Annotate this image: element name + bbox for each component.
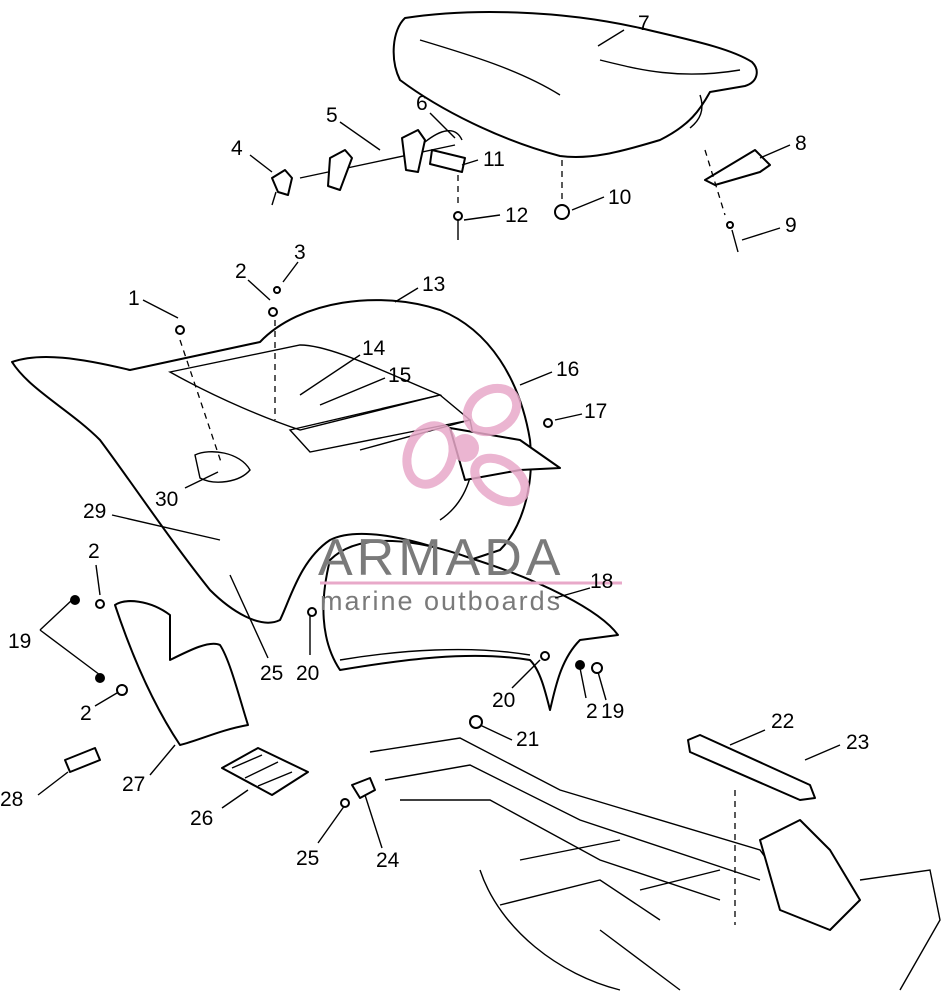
callout-6: 6 <box>416 92 428 115</box>
propeller-logo <box>402 383 530 507</box>
callout-5: 5 <box>326 104 338 127</box>
callout-18: 18 <box>590 570 613 593</box>
callout-15: 15 <box>388 364 411 387</box>
callout-10: 10 <box>608 186 631 209</box>
callout-24: 24 <box>376 849 400 872</box>
callout-14: 14 <box>362 337 386 360</box>
bracket-part <box>351 777 376 799</box>
callout-1: 1 <box>128 287 140 310</box>
callout-9: 9 <box>785 214 797 237</box>
mud-flap-part <box>114 600 249 746</box>
callout-2-flap: 2 <box>80 702 92 725</box>
callout-2-left: 2 <box>88 540 100 563</box>
callout-19-left: 19 <box>8 630 31 653</box>
watermark: ARMADA marine outboards <box>318 383 622 616</box>
watermark-brand: ARMADA <box>318 529 564 587</box>
callout-25-upper: 25 <box>260 662 283 685</box>
seat-part <box>392 11 758 159</box>
callout-2-right: 2 <box>586 700 598 723</box>
callout-11: 11 <box>483 148 505 171</box>
rail-part <box>687 734 816 801</box>
callout-20-right: 20 <box>492 689 515 712</box>
callout-30: 30 <box>155 488 178 511</box>
callout-3: 3 <box>294 241 306 264</box>
callout-25-lower: 25 <box>296 847 319 870</box>
callout-29: 29 <box>83 500 106 523</box>
fasteners <box>70 286 736 925</box>
callout-labels: 7 6 5 4 11 8 10 12 9 3 2 13 1 14 15 16 1… <box>0 12 869 872</box>
callout-28: 28 <box>0 788 23 811</box>
frame-part <box>369 737 941 991</box>
callout-4: 4 <box>231 137 243 160</box>
plate-part <box>64 747 101 773</box>
callout-17: 17 <box>584 400 607 423</box>
callout-7: 7 <box>638 12 650 35</box>
callout-13: 13 <box>422 273 445 296</box>
callout-22: 22 <box>771 710 794 733</box>
leader-lines <box>37 29 841 849</box>
watermark-tagline: marine outboards <box>320 586 562 616</box>
callout-26: 26 <box>190 807 213 830</box>
callout-8: 8 <box>795 132 807 155</box>
callout-20-left: 20 <box>296 662 319 685</box>
callout-2-top: 2 <box>235 260 247 283</box>
seat-hardware <box>554 149 771 253</box>
footrest-part <box>221 747 309 796</box>
callout-12: 12 <box>505 204 528 227</box>
callout-19-right: 19 <box>601 700 624 723</box>
callout-23: 23 <box>846 731 869 754</box>
seat-latch-parts <box>271 129 466 240</box>
callout-21: 21 <box>516 728 539 751</box>
callout-27: 27 <box>122 773 145 796</box>
callout-16: 16 <box>556 358 579 381</box>
